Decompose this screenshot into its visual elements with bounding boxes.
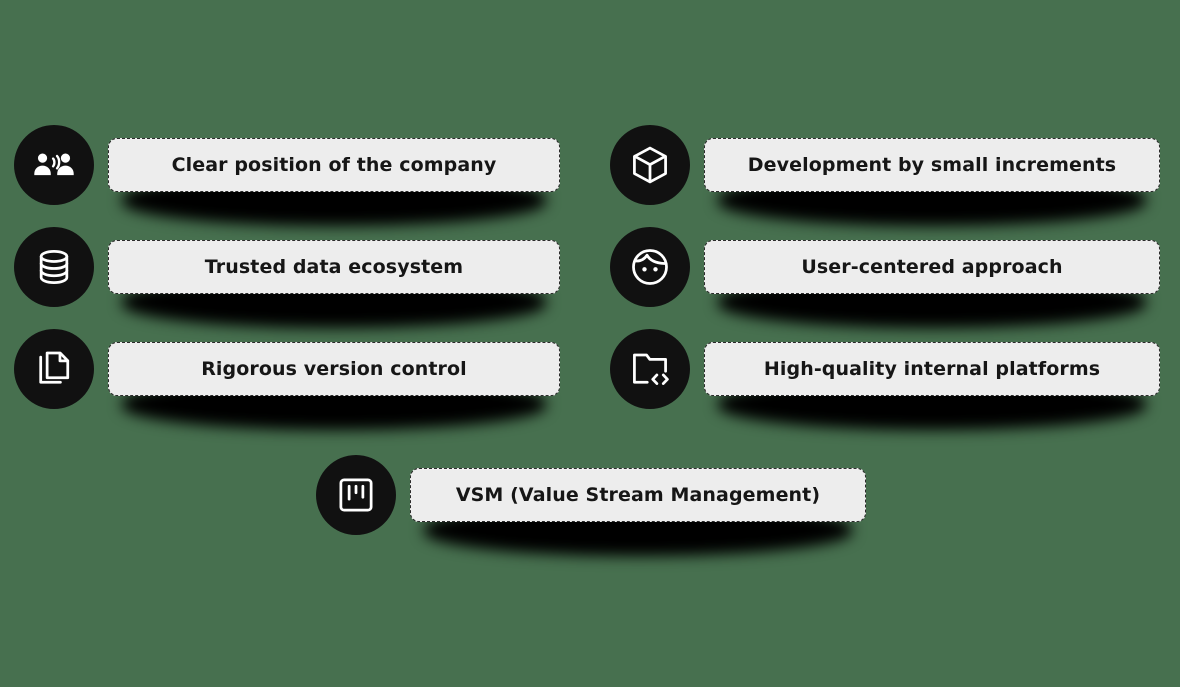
diagram-item-internal-platforms[interactable]: High-quality internal platforms <box>610 329 1160 430</box>
pill-trusted-data[interactable]: Trusted data ecosystem <box>108 240 560 294</box>
cube-icon <box>610 125 690 205</box>
diagram-item-trusted-data[interactable]: Trusted data ecosystem <box>14 227 560 328</box>
folder-code-icon <box>610 329 690 409</box>
copy-documents-icon <box>14 329 94 409</box>
diagram-item-clear-position[interactable]: Clear position of the company <box>14 125 560 226</box>
pill-label: Development by small increments <box>747 153 1117 176</box>
diagram-item-vsm[interactable]: VSM (Value Stream Management) <box>316 455 866 556</box>
pill-wrapper: VSM (Value Stream Management) <box>410 468 866 556</box>
diagram-item-version-control[interactable]: Rigorous version control <box>14 329 560 430</box>
diagram-item-user-centered[interactable]: User-centered approach <box>610 227 1160 328</box>
pill-wrapper: Development by small increments <box>704 138 1160 226</box>
diagram-item-small-increments[interactable]: Development by small increments <box>610 125 1160 226</box>
pill-label: User-centered approach <box>801 255 1063 278</box>
pill-small-increments[interactable]: Development by small increments <box>704 138 1160 192</box>
pill-label: VSM (Value Stream Management) <box>455 483 821 506</box>
pill-label: Trusted data ecosystem <box>204 255 464 278</box>
pill-wrapper: High-quality internal platforms <box>704 342 1160 430</box>
people-talking-icon <box>14 125 94 205</box>
pill-label: Clear position of the company <box>171 153 497 176</box>
face-user-icon <box>610 227 690 307</box>
pill-wrapper: Clear position of the company <box>108 138 560 226</box>
pill-user-centered[interactable]: User-centered approach <box>704 240 1160 294</box>
pill-wrapper: Trusted data ecosystem <box>108 240 560 328</box>
pill-internal-platforms[interactable]: High-quality internal platforms <box>704 342 1160 396</box>
kanban-board-icon <box>316 455 396 535</box>
pill-wrapper: User-centered approach <box>704 240 1160 328</box>
pill-label: High-quality internal platforms <box>763 357 1101 380</box>
pill-version-control[interactable]: Rigorous version control <box>108 342 560 396</box>
database-icon <box>14 227 94 307</box>
pill-vsm[interactable]: VSM (Value Stream Management) <box>410 468 866 522</box>
pill-clear-position[interactable]: Clear position of the company <box>108 138 560 192</box>
pill-wrapper: Rigorous version control <box>108 342 560 430</box>
pill-label: Rigorous version control <box>201 357 467 380</box>
